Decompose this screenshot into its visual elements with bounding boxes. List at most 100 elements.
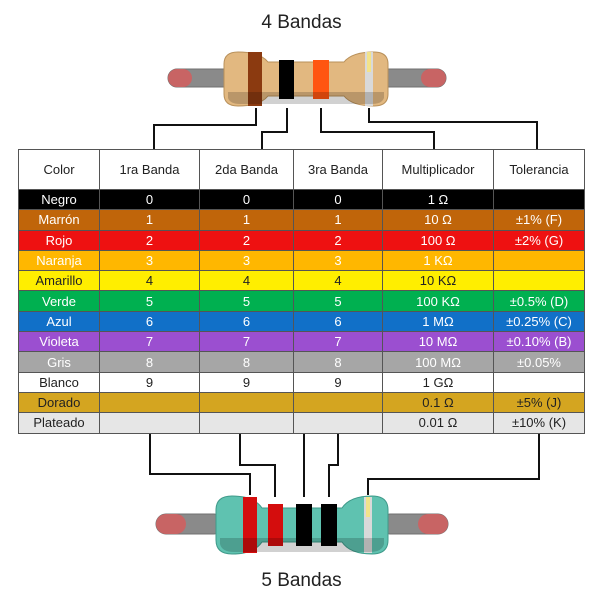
band-1 <box>243 497 257 553</box>
band-2 <box>279 60 294 99</box>
cell-color: Naranja <box>18 249 100 272</box>
lead-cap-left <box>156 514 186 534</box>
cell-band-3: 4 <box>293 270 383 292</box>
cell-tolerance <box>493 188 585 211</box>
band-4 <box>365 52 373 106</box>
cell-band-1: 5 <box>99 290 200 312</box>
cell-band-1: 6 <box>99 310 200 333</box>
lead-cap-left <box>168 69 192 87</box>
cell-tolerance <box>493 371 585 393</box>
band-4-highlight <box>367 52 371 72</box>
cell-band-1: 0 <box>99 188 200 211</box>
connector-5b-band1 <box>149 433 251 495</box>
cell-color: Verde <box>18 290 100 312</box>
cell-band-2: 5 <box>199 290 294 312</box>
cell-band-3: 8 <box>293 351 383 373</box>
connector-4b-band1 <box>153 108 257 150</box>
cell-band-1 <box>99 412 200 434</box>
cell-multiplier: 1 MΩ <box>382 310 494 333</box>
title-5-bandas: 5 Bandas <box>261 570 342 591</box>
cell-color: Negro <box>18 188 100 211</box>
cell-color: Marrón <box>18 209 100 231</box>
cell-band-2: 3 <box>199 249 294 272</box>
lead-cap-right <box>418 514 448 534</box>
band-1 <box>248 52 262 106</box>
resistor-body <box>223 51 389 107</box>
table-header-row: Color 1ra Banda 2da Banda 3ra Banda Mult… <box>18 149 585 190</box>
resistor-4-band <box>167 51 447 107</box>
cell-band-3: 1 <box>293 209 383 231</box>
cell-tolerance: ±0.05% <box>493 351 585 373</box>
cell-band-1 <box>99 391 200 414</box>
cell-band-2: 0 <box>199 188 294 211</box>
cell-tolerance: ±5% (J) <box>493 391 585 414</box>
band-5 <box>364 497 372 553</box>
cell-multiplier: 1 GΩ <box>382 371 494 393</box>
cell-multiplier: 100 MΩ <box>382 351 494 373</box>
band-2 <box>268 504 283 546</box>
cell-band-3: 5 <box>293 290 383 312</box>
resistor-5-band <box>155 495 449 555</box>
connector-5b-band2 <box>239 433 276 497</box>
cell-band-3: 0 <box>293 188 383 211</box>
connector-5b-band4 <box>328 433 339 497</box>
cell-band-3: 3 <box>293 249 383 272</box>
body-shadow <box>228 92 384 104</box>
cell-band-1: 1 <box>99 209 200 231</box>
cell-multiplier: 0.01 Ω <box>382 412 494 434</box>
cell-multiplier: 10 Ω <box>382 209 494 231</box>
header-band-2: 2da Banda <box>199 149 294 190</box>
cell-tolerance: ±0.25% (C) <box>493 310 585 333</box>
band-3 <box>313 60 329 99</box>
cell-color: Azul <box>18 310 100 333</box>
lead-cap-right <box>421 69 446 87</box>
cell-band-3: 9 <box>293 371 383 393</box>
cell-multiplier: 1 KΩ <box>382 249 494 272</box>
cell-band-2 <box>199 412 294 434</box>
cell-tolerance: ±0.5% (D) <box>493 290 585 312</box>
cell-tolerance: ±1% (F) <box>493 209 585 231</box>
cell-multiplier: 1 Ω <box>382 188 494 211</box>
band-4 <box>321 504 337 546</box>
body-shadow <box>220 538 384 552</box>
cell-band-2: 9 <box>199 371 294 393</box>
cell-band-1: 2 <box>99 229 200 251</box>
cell-color: Blanco <box>18 371 100 393</box>
cell-band-2: 1 <box>199 209 294 231</box>
header-band-1: 1ra Banda <box>99 149 200 190</box>
header-band-3: 3ra Banda <box>293 149 383 190</box>
connector-4b-band4 <box>368 108 538 150</box>
cell-multiplier: 100 Ω <box>382 229 494 251</box>
cell-band-3: 2 <box>293 229 383 251</box>
connector-4b-band3 <box>320 108 435 150</box>
cell-tolerance <box>493 270 585 292</box>
cell-band-3 <box>293 412 383 434</box>
cell-color: Violeta <box>18 331 100 353</box>
header-tolerance: Tolerancia <box>493 149 585 190</box>
cell-band-2: 8 <box>199 351 294 373</box>
cell-band-1: 7 <box>99 331 200 353</box>
title-4-bandas: 4 Bandas <box>261 12 342 33</box>
cell-tolerance: ±2% (G) <box>493 229 585 251</box>
cell-band-2: 4 <box>199 270 294 292</box>
cell-band-1: 4 <box>99 270 200 292</box>
cell-color: Dorado <box>18 391 100 414</box>
connector-5b-band5 <box>367 433 540 495</box>
cell-multiplier: 10 MΩ <box>382 331 494 353</box>
cell-band-2: 6 <box>199 310 294 333</box>
cell-band-3: 7 <box>293 331 383 353</box>
cell-band-2: 7 <box>199 331 294 353</box>
connector-4b-band2 <box>261 108 288 150</box>
cell-band-3 <box>293 391 383 414</box>
cell-tolerance: ±10% (K) <box>493 412 585 434</box>
cell-band-1: 8 <box>99 351 200 373</box>
